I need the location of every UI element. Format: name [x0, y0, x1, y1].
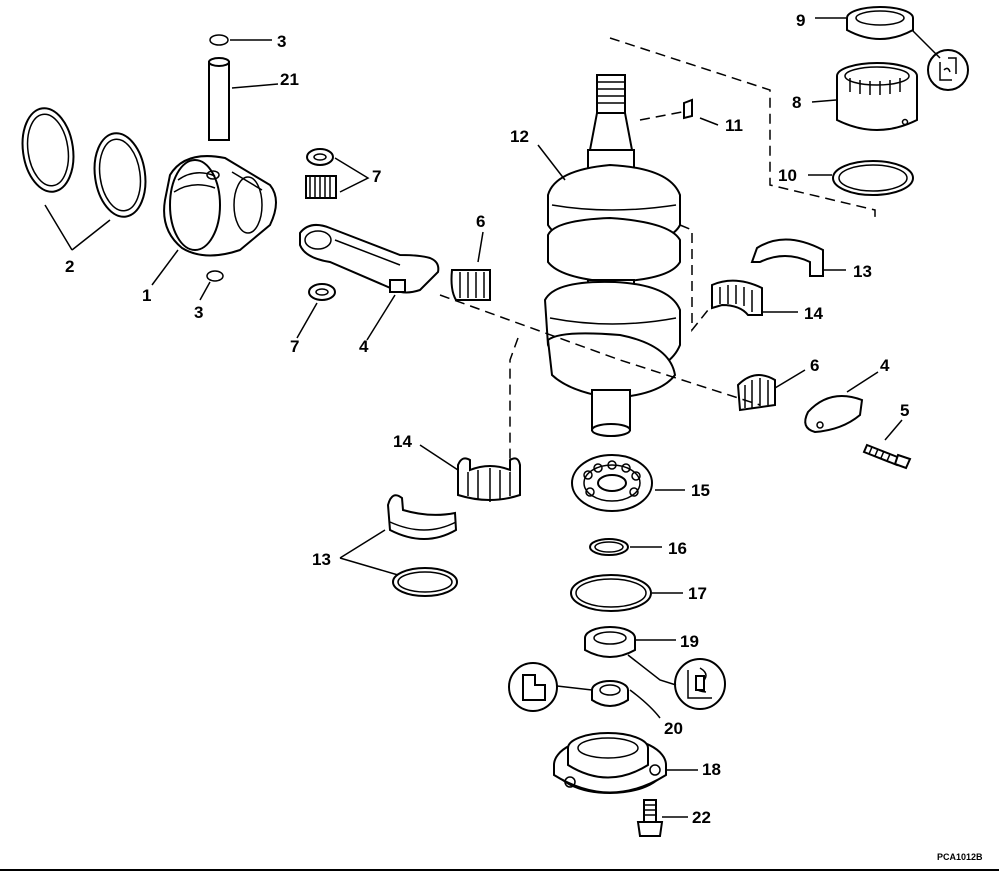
callout-17: 17 [688, 584, 707, 603]
grease-symbol-icon [674, 658, 726, 710]
callout-18: 18 [702, 760, 721, 779]
callout-11: 11 [725, 116, 743, 135]
callout-6-right: 6 [810, 356, 819, 375]
upper-seal [846, 6, 914, 40]
callout-10: 10 [778, 166, 797, 185]
lower-seal [584, 626, 636, 658]
rod-bearing-right [736, 374, 776, 412]
inner-seal [591, 680, 629, 707]
callout-2: 2 [65, 257, 74, 276]
woodruff-key [683, 98, 693, 120]
bearing-retainer-right [750, 238, 824, 277]
center-bearing-left [457, 457, 521, 502]
callout-6-left: 6 [476, 212, 485, 231]
callout-15: 15 [691, 481, 710, 500]
upper-main-bearing [836, 62, 918, 131]
piston-ring-1 [21, 107, 75, 193]
leader-lines [44, 17, 941, 818]
callout-16: 16 [668, 539, 687, 558]
lower-o-ring [570, 574, 652, 612]
lower-bearing-housing [553, 732, 667, 794]
thrust-washer-top [306, 148, 334, 166]
thrust-washer-bottom [308, 283, 336, 301]
wrist-pin-clip-bottom [206, 270, 224, 282]
snap-ring [589, 538, 629, 556]
connecting-rod [299, 223, 440, 294]
callout-22: 22 [692, 808, 711, 827]
rod-cap [804, 395, 864, 434]
housing-bolt [636, 799, 664, 837]
figure-code: PCA1012B [937, 852, 983, 862]
callout-5: 5 [900, 401, 909, 420]
retaining-ring [392, 567, 458, 597]
lubricant-symbol-icon [927, 49, 969, 91]
callout-12: 12 [510, 127, 529, 146]
callout-7-top: 7 [372, 167, 381, 186]
callout-20: 20 [664, 719, 683, 738]
callout-4-rod: 4 [359, 337, 369, 356]
piston [163, 155, 277, 257]
assembly-lines [439, 37, 876, 460]
center-bearing-right [711, 279, 763, 316]
sealant-symbol-icon [508, 662, 558, 712]
callout-4-cap: 4 [880, 356, 890, 375]
callout-8: 8 [792, 93, 801, 112]
callout-3-bottom: 3 [194, 303, 203, 322]
callout-14-right: 14 [804, 304, 823, 323]
rod-cap-screw [862, 443, 912, 470]
callout-13-right: 13 [853, 262, 872, 281]
callout-19: 19 [680, 632, 699, 651]
wrist-pin [208, 57, 230, 141]
wrist-pin-needle-bearing [305, 175, 337, 199]
callout-9: 9 [796, 11, 805, 30]
rod-bearing-left [450, 269, 491, 301]
crankshaft [543, 74, 681, 437]
lower-ball-bearing [571, 454, 653, 512]
callout-3-top: 3 [277, 32, 286, 51]
callout-14-left: 14 [393, 432, 412, 451]
upper-o-ring [832, 160, 914, 196]
wrist-pin-clip-top [209, 34, 229, 46]
bearing-retainer-left [386, 494, 458, 540]
callout-7-bottom: 7 [290, 337, 299, 356]
callout-13-left: 13 [312, 550, 331, 569]
callout-1: 1 [142, 286, 151, 305]
callout-21: 21 [280, 70, 299, 89]
piston-ring-2 [93, 132, 147, 218]
